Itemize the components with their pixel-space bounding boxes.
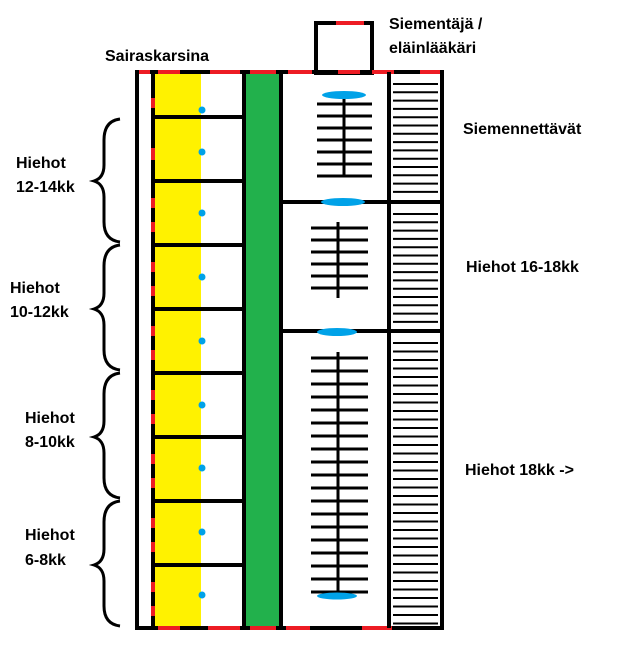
brace — [88, 371, 121, 500]
water-trough — [317, 328, 357, 336]
water-cup — [198, 401, 206, 409]
age-group-label-line2: 8-10kk — [25, 434, 75, 451]
brace — [88, 243, 121, 372]
water-cup — [198, 591, 206, 599]
age-group-label-line2: 12-14kk — [16, 179, 75, 196]
water-cup — [198, 528, 206, 536]
water-cup — [198, 273, 206, 281]
water-cup — [198, 148, 206, 156]
water-trough — [321, 198, 365, 206]
inseminator-label-line1: Siementäjä / — [389, 16, 483, 33]
age-group-label-line2: 6-8kk — [25, 552, 66, 569]
inseminator-room — [314, 21, 374, 75]
water-trough — [317, 592, 357, 600]
left-pen-dividers — [153, 115, 244, 567]
heifers-16-18-label: Hiehot 16-18kk — [466, 259, 579, 276]
feed-alley — [246, 72, 280, 628]
sick-pen-label: Sairaskarsina — [105, 48, 209, 65]
age-group-label-line1: Hiehot — [16, 155, 66, 172]
stall-groups — [311, 98, 372, 594]
left-waterers — [198, 106, 206, 599]
to-inseminate-label: Siemennettävät — [463, 121, 582, 138]
water-cup — [198, 106, 206, 114]
water-cup — [198, 464, 206, 472]
age-group-label-line2: 10-12kk — [10, 304, 69, 321]
heifers-18-label: Hiehot 18kk -> — [465, 462, 574, 479]
water-cup — [198, 337, 206, 345]
water-cup — [198, 209, 206, 217]
brace — [88, 499, 121, 628]
brace — [88, 117, 121, 244]
inseminator-label-line2: eläinlääkäri — [389, 40, 476, 57]
age-group-label-line1: Hiehot — [25, 410, 75, 427]
bedding-area — [155, 72, 201, 628]
cubicle-rows — [393, 83, 438, 625]
age-braces — [88, 117, 121, 628]
water-trough — [322, 91, 366, 99]
age-group-label-line1: Hiehot — [25, 527, 75, 544]
right-waterers — [317, 91, 366, 600]
age-group-label-line1: Hiehot — [10, 280, 60, 297]
